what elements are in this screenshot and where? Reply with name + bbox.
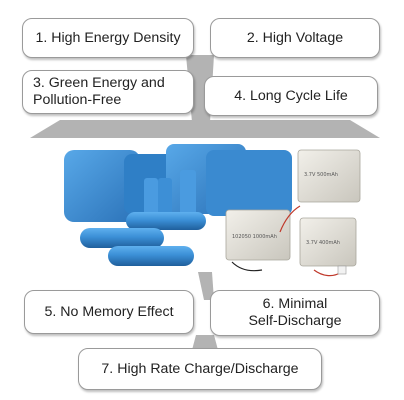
cylindrical-cells	[80, 212, 206, 266]
feature-long-cycle-life: 4. Long Cycle Life	[204, 76, 378, 116]
feature-high-energy-density: 1. High Energy Density	[22, 18, 194, 58]
pouch-right-label: 3.7V 400mAh	[306, 240, 340, 246]
battery-pack-4	[206, 150, 292, 216]
pouch-top-label: 3.7V 500mAh	[304, 172, 338, 178]
feature-high-voltage: 2. High Voltage	[210, 18, 380, 58]
feature-minimal-self-discharge: 6. Minimal Self-Discharge	[210, 290, 380, 336]
pouch-cell-middle	[225, 209, 291, 261]
feature-label-line2: Self-Discharge	[248, 313, 342, 329]
wire-red-1	[279, 205, 301, 233]
pouch-cells	[225, 149, 361, 277]
cylinder-cell-2	[80, 228, 164, 248]
connector-plug	[337, 265, 347, 275]
feature-label: 7. High Rate Charge/Discharge	[101, 360, 299, 377]
bottom-connector-lower	[192, 335, 218, 350]
pouch-cell-right	[299, 217, 357, 267]
top-connector-base	[30, 120, 380, 138]
feature-label-line1: 3. Green Energy and	[33, 75, 165, 91]
cylinder-cell-3	[108, 246, 194, 266]
cell-cluster-1	[144, 178, 158, 222]
feature-label-line1: 6. Minimal	[262, 296, 328, 312]
battery-packs	[64, 144, 292, 222]
pouch-cell-top	[297, 149, 361, 203]
cell-cluster-2	[158, 178, 172, 222]
feature-label-line2: Pollution-Free	[33, 92, 122, 108]
bottom-connector-upper	[198, 272, 214, 300]
cylinder-cell-1	[126, 212, 206, 230]
feature-no-memory-effect: 5. No Memory Effect	[24, 290, 194, 334]
feature-high-rate-charge: 7. High Rate Charge/Discharge	[78, 348, 322, 390]
feature-label: 4. Long Cycle Life	[234, 87, 348, 104]
wire-black-1	[231, 261, 263, 272]
cell-cluster-3	[180, 170, 196, 222]
battery-pack-1	[64, 150, 140, 222]
feature-green-energy: 3. Green Energy and Pollution-Free	[22, 70, 194, 114]
feature-label: 1. High Energy Density	[35, 29, 181, 46]
pouch-mid-label: 102050 1000mAh	[232, 234, 277, 240]
feature-label: 2. High Voltage	[246, 29, 344, 46]
feature-label: 5. No Memory Effect	[44, 303, 174, 320]
